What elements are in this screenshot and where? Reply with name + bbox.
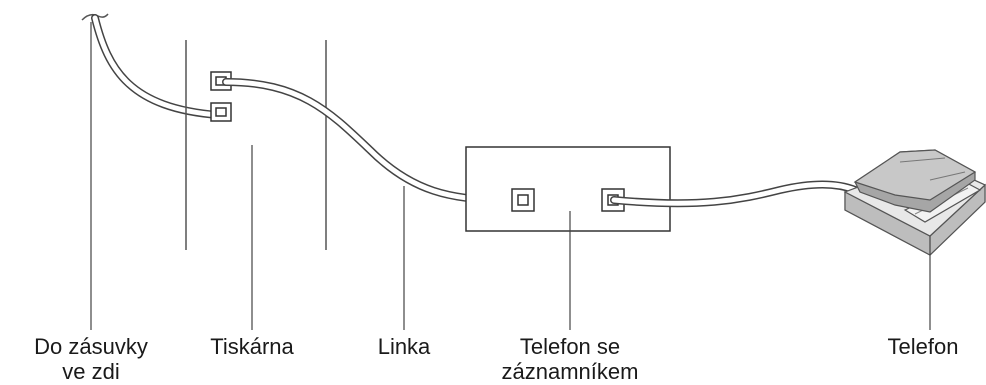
label-answering-machine: Telefon se záznamníkem <box>490 334 650 384</box>
answering-machine-box <box>465 146 671 232</box>
label-answering-machine-line1: Telefon se <box>519 334 621 359</box>
printer-ext-port <box>210 102 232 122</box>
label-printer: Tiskárna <box>187 334 317 359</box>
answering-machine-line-port <box>511 188 535 212</box>
label-telephone: Telefon <box>866 334 980 359</box>
label-telephone-text: Telefon <box>887 334 959 359</box>
wall-cable <box>91 14 222 119</box>
label-wall-socket-line1: Do zásuvky <box>34 334 148 359</box>
label-line-text: Linka <box>377 334 431 359</box>
telephone-icon <box>843 149 986 256</box>
label-printer-text: Tiskárna <box>210 334 294 359</box>
label-wall-socket: Do zásuvky ve zdi <box>6 334 176 384</box>
label-line: Linka <box>354 334 454 359</box>
phone-cable <box>610 180 859 208</box>
label-answering-machine-line2: záznamníkem <box>501 359 639 384</box>
line-cable <box>222 78 522 205</box>
label-wall-socket-line2: ve zdi <box>62 359 120 384</box>
